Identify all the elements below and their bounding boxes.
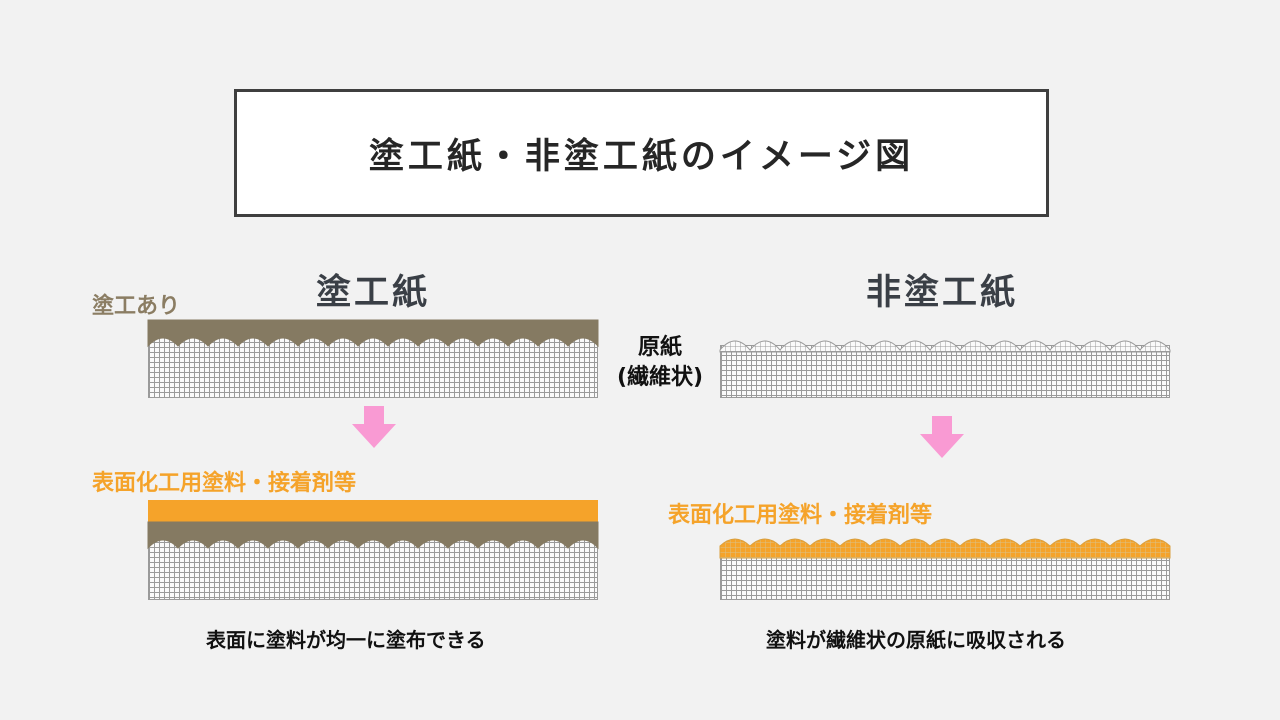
coating-label: 塗工あり: [92, 294, 181, 319]
coated-paper-heading: 塗工紙: [316, 273, 431, 313]
down-arrow-icon-right: [920, 416, 964, 458]
material-label-right: 表面化工用塗料・接着剤等: [668, 503, 933, 528]
fiber-scallop-top: [719, 340, 1171, 353]
coated-layers-bottom: [147, 500, 599, 550]
absorbed-material-layer: [719, 538, 1171, 559]
material-label-left: 表面化工用塗料・接着剤等: [92, 471, 357, 496]
base-paper-label-line2: (繊維状): [616, 365, 704, 390]
down-arrow-icon: [352, 406, 396, 448]
uncoated-paper-base-bottom: [720, 555, 1170, 600]
coating-layer-top: [147, 319, 599, 348]
material-layer-left: [148, 500, 598, 522]
title-box: 塗工紙・非塗工紙のイメージ図: [234, 89, 1049, 217]
uncoated-paper-base-top: [720, 345, 1170, 398]
page-title: 塗工紙・非塗工紙のイメージ図: [368, 136, 915, 177]
base-paper-label: 原紙 (繊維状): [608, 333, 712, 393]
caption-left: 表面に塗料が均一に塗布できる: [206, 628, 486, 652]
caption-right: 塗料が繊維状の原紙に吸収される: [766, 628, 1066, 652]
uncoated-paper-heading: 非塗工紙: [866, 273, 1019, 313]
base-paper-label-line1: 原紙: [637, 335, 682, 360]
